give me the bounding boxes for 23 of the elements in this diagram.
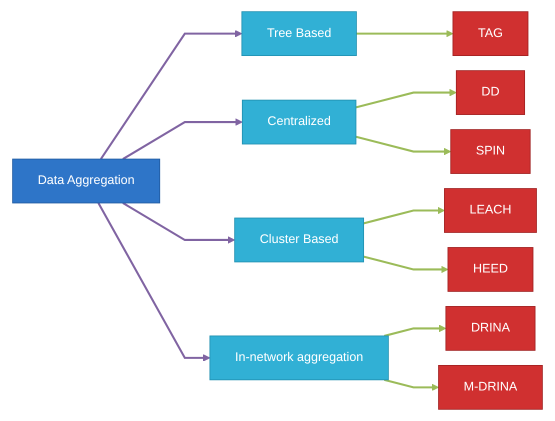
node-box: In-network aggregation bbox=[209, 336, 389, 380]
node-box: Centralized bbox=[242, 100, 356, 144]
node-box: Data Aggregation bbox=[12, 158, 160, 204]
arrow bbox=[122, 118, 243, 160]
node-box: M-DRINA bbox=[438, 365, 543, 410]
arrow bbox=[356, 30, 454, 38]
arrow bbox=[98, 202, 210, 362]
node-box: DRINA bbox=[445, 306, 536, 351]
arrow bbox=[363, 206, 445, 224]
node-box: Tree Based bbox=[241, 11, 357, 56]
arrow bbox=[384, 324, 446, 337]
arrow bbox=[384, 378, 439, 392]
arrow bbox=[363, 256, 448, 274]
node-box: SPIN bbox=[450, 129, 531, 174]
node-box: Cluster Based bbox=[234, 218, 364, 262]
arrow bbox=[356, 136, 452, 156]
node-box: HEED bbox=[448, 247, 534, 292]
arrow bbox=[356, 88, 457, 108]
arrow bbox=[100, 30, 242, 160]
arrow bbox=[122, 202, 235, 244]
node-box: LEACH bbox=[444, 188, 537, 233]
node-box: TAG bbox=[452, 11, 528, 56]
node-box: DD bbox=[456, 70, 526, 115]
